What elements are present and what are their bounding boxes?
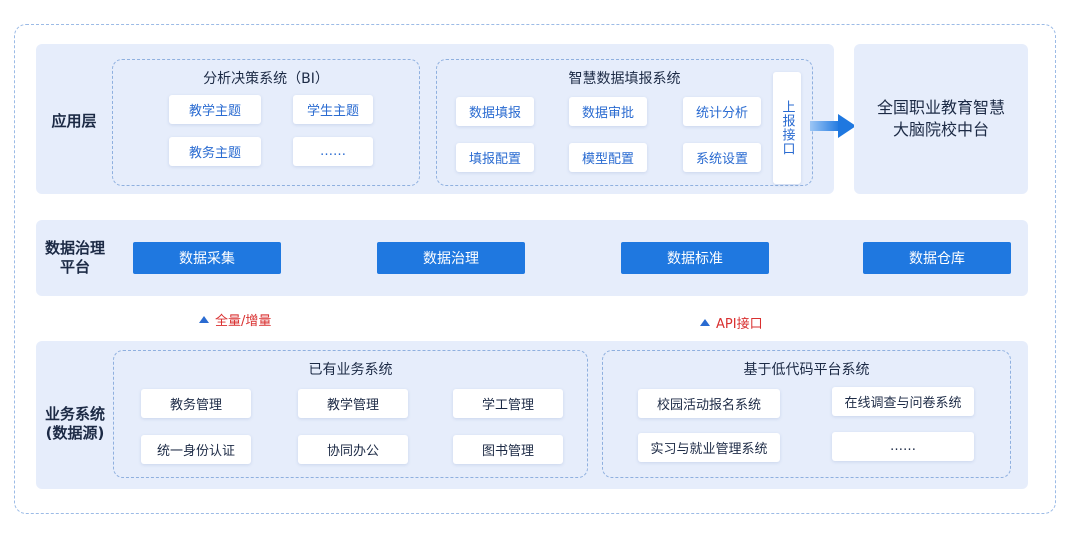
bi-item-teaching-theme[interactable]: 教学主题	[169, 95, 261, 124]
governance-label-line1: 数据治理	[44, 239, 105, 257]
governance-label-line2: 平台	[59, 258, 90, 276]
existing-item-teaching-mgmt[interactable]: 教学管理	[298, 389, 408, 418]
lowcode-systems-group: 基于低代码平台系统	[602, 350, 1011, 478]
governance-data-standard[interactable]: 数据标准	[621, 242, 769, 274]
existing-systems-title: 已有业务系统	[308, 362, 393, 378]
lowcode-systems-title: 基于低代码平台系统	[743, 362, 870, 378]
bi-item-more[interactable]: ……	[293, 137, 373, 166]
bi-item-student-theme[interactable]: 学生主题	[293, 95, 373, 124]
report-item-data-fill[interactable]: 数据填报	[456, 97, 534, 126]
business-label: 业务系统 (数据源)	[38, 405, 112, 443]
flow-api-interface: API接口	[700, 313, 763, 332]
lowcode-item-online-survey[interactable]: 在线调查与问卷系统	[832, 387, 974, 416]
governance-data-warehouse[interactable]: 数据仓库	[863, 242, 1011, 274]
existing-item-academic-affairs[interactable]: 教务管理	[141, 389, 251, 418]
bi-system-group: 分析决策系统（BI）	[112, 59, 420, 186]
flow-api-interface-label: API接口	[716, 317, 763, 332]
governance-data-governance[interactable]: 数据治理	[377, 242, 525, 274]
outer-frame	[14, 24, 1056, 514]
lowcode-item-campus-activity[interactable]: 校园活动报名系统	[638, 389, 780, 418]
bi-system-title: 分析决策系统（BI）	[203, 71, 329, 87]
bi-item-academic-theme[interactable]: 教务主题	[169, 137, 261, 166]
report-interface-box[interactable]: 上报接口	[773, 72, 801, 184]
report-system-title: 智慧数据填报系统	[568, 71, 681, 87]
business-label-line1: 业务系统	[44, 405, 105, 423]
report-item-model-config[interactable]: 模型配置	[569, 143, 647, 172]
report-item-data-approval[interactable]: 数据审批	[569, 97, 647, 126]
governance-data-collection[interactable]: 数据采集	[133, 242, 281, 274]
existing-item-library-mgmt[interactable]: 图书管理	[453, 435, 563, 464]
national-platform-box[interactable]: 全国职业教育智慧 大脑院校中台	[854, 44, 1028, 194]
report-item-stat-analysis[interactable]: 统计分析	[683, 97, 761, 126]
report-item-system-settings[interactable]: 系统设置	[683, 143, 761, 172]
national-platform-line2: 大脑院校中台	[892, 120, 989, 139]
triangle-up-icon	[199, 316, 209, 323]
application-layer-label: 应用层	[51, 112, 97, 130]
existing-systems-group: 已有业务系统	[113, 350, 588, 478]
report-arrow-icon	[810, 114, 856, 138]
governance-label: 数据治理 平台	[40, 239, 110, 277]
existing-item-student-affairs[interactable]: 学工管理	[453, 389, 563, 418]
national-platform-line1: 全国职业教育智慧	[876, 98, 1005, 117]
business-label-line2: (数据源)	[45, 424, 105, 442]
existing-item-collaborative-office[interactable]: 协同办公	[298, 435, 408, 464]
flow-full-incremental: 全量/增量	[199, 310, 271, 329]
report-item-fill-config[interactable]: 填报配置	[456, 143, 534, 172]
lowcode-item-internship[interactable]: 实习与就业管理系统	[638, 433, 780, 462]
lowcode-item-more[interactable]: ……	[832, 432, 974, 461]
flow-full-incremental-label: 全量/增量	[215, 314, 272, 329]
existing-item-unified-identity[interactable]: 统一身份认证	[141, 435, 251, 464]
triangle-up-icon	[700, 319, 710, 326]
